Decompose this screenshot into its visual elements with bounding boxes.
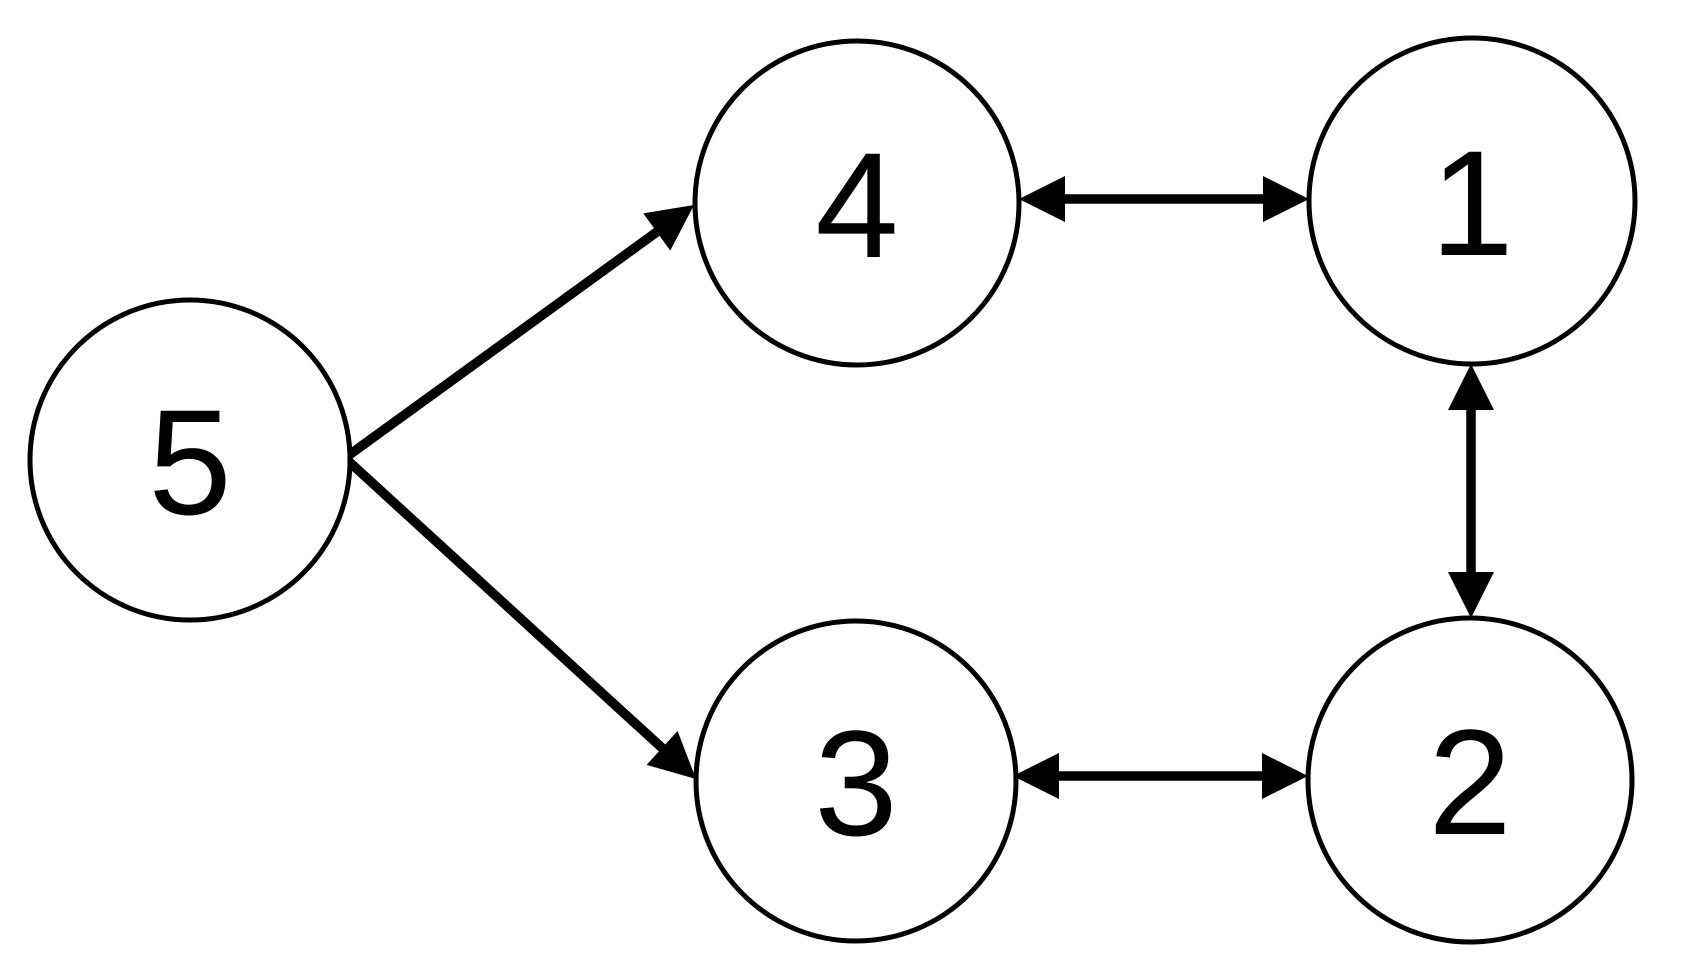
edge-4-1 <box>1019 176 1309 222</box>
node-4-label: 4 <box>815 121 898 289</box>
edge-5-4 <box>342 205 694 462</box>
node-1-circle <box>1306 35 1638 367</box>
node-3-label: 3 <box>814 699 897 867</box>
node-2: 2 <box>1305 615 1635 945</box>
edge-1-2 <box>1448 364 1494 618</box>
node-5-label: 5 <box>148 378 231 546</box>
node-5-circle <box>27 297 353 623</box>
node-4: 4 <box>692 38 1022 368</box>
node-2-circle <box>1305 615 1635 945</box>
node-5: 5 <box>27 297 353 623</box>
arrowhead-into-3 <box>1013 753 1059 799</box>
node-4-circle <box>692 38 1022 368</box>
node-1-label: 1 <box>1430 119 1513 287</box>
arrowhead-into-1 <box>1263 176 1309 222</box>
arrowhead-into-4 <box>1019 176 1065 222</box>
node-3: 3 <box>693 618 1019 944</box>
edge-5-4-line <box>342 222 667 462</box>
arrowhead-into-2 <box>1262 753 1308 799</box>
edge-5-3-line <box>341 454 673 758</box>
node-3-circle <box>693 618 1019 944</box>
arrowhead-into-4 <box>643 205 694 251</box>
arrowhead-into-1 <box>1448 364 1494 410</box>
arrowhead-into-2 <box>1448 572 1494 618</box>
node-1: 1 <box>1306 35 1638 367</box>
node-2-label: 2 <box>1428 698 1511 866</box>
arrowhead-into-3 <box>646 730 696 779</box>
edge-5-3 <box>341 454 696 779</box>
edge-3-2 <box>1013 753 1308 799</box>
